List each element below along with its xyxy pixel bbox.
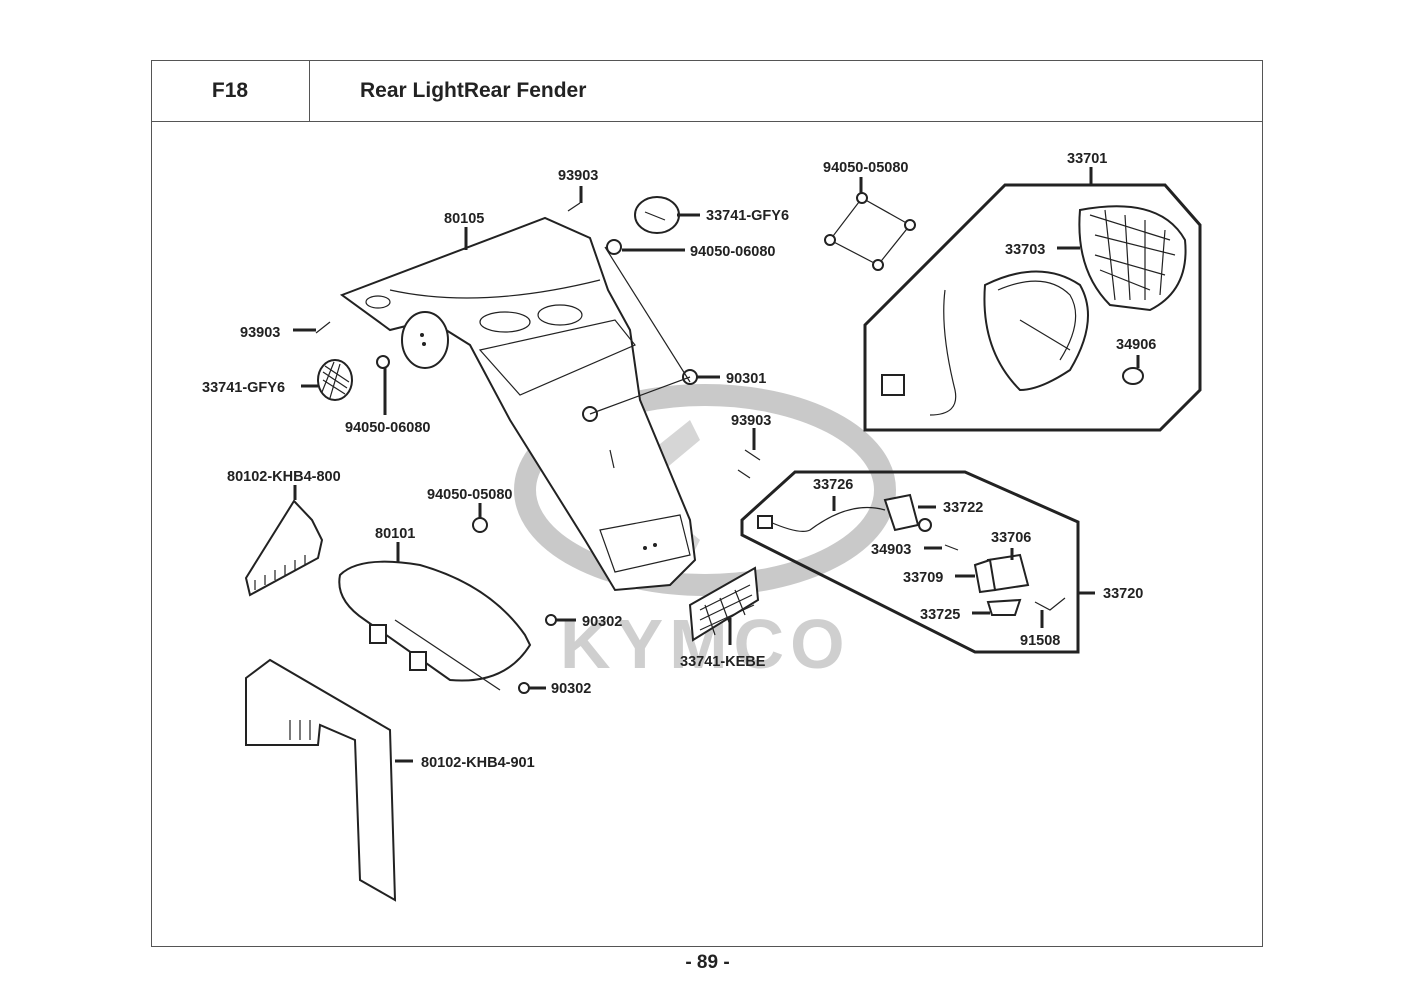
callout-80102-khb4-800: 80102-KHB4-800 (227, 469, 341, 485)
callout-94050-06080-top: 94050-06080 (690, 244, 775, 260)
callout-33706: 33706 (991, 530, 1031, 546)
callout-33741-gfy6-left: 33741-GFY6 (202, 380, 285, 396)
mud-flap-large (245, 658, 397, 902)
callout-33703: 33703 (1005, 242, 1045, 258)
callout-33741-kebe: 33741-KEBE (680, 654, 766, 670)
header-divider (310, 121, 1263, 122)
page-title: Rear LightRear Fender (360, 79, 587, 102)
mud-flap-small (244, 499, 324, 597)
bracket-nuts (824, 192, 916, 271)
fasteners (315, 202, 761, 694)
rear-fender-lower (338, 560, 532, 691)
callout-80102-khb4-901: 80102-KHB4-901 (421, 755, 535, 771)
callout-33709: 33709 (903, 570, 943, 586)
section-code: F18 (151, 60, 310, 122)
callout-93903-mid: 93903 (731, 413, 771, 429)
callout-93903-left: 93903 (240, 325, 280, 341)
callout-94050-06080-left: 94050-06080 (345, 420, 430, 436)
callout-34906: 34906 (1116, 337, 1156, 353)
leader-lines (293, 167, 1140, 763)
callout-33725: 33725 (920, 607, 960, 623)
callout-91508: 91508 (1020, 633, 1060, 649)
reflector-rectangular (688, 566, 760, 642)
tail-light-group-box (863, 183, 1202, 432)
callout-80105: 80105 (444, 211, 484, 227)
reflector-round (317, 359, 353, 401)
reflector-round-top (634, 196, 680, 234)
callout-33701: 33701 (1067, 151, 1107, 167)
callout-90302-upper: 90302 (582, 614, 622, 630)
callout-33741-gfy6-top: 33741-GFY6 (706, 208, 789, 224)
callout-80101: 80101 (375, 526, 415, 542)
callout-labels: 93903 33741-GFY6 94050-06080 80105 93903… (202, 151, 1156, 771)
callout-94050-05080-top: 94050-05080 (823, 160, 908, 176)
callout-33726: 33726 (813, 477, 853, 493)
rear-fender-upper (339, 216, 697, 592)
kymco-watermark: KYMCO (514, 384, 896, 683)
callout-33720: 33720 (1103, 586, 1143, 602)
callout-90302-lower: 90302 (551, 681, 591, 697)
diagram-frame (151, 60, 1263, 947)
callout-94050-05080-mid: 94050-05080 (427, 487, 512, 503)
reflector-round-back (401, 311, 449, 369)
callout-90301: 90301 (726, 371, 766, 387)
callout-93903-top: 93903 (558, 168, 598, 184)
page-number: - 89 - (685, 952, 730, 973)
license-light-group-box (740, 470, 1080, 654)
callout-34903: 34903 (871, 542, 911, 558)
callout-33722: 33722 (943, 500, 983, 516)
